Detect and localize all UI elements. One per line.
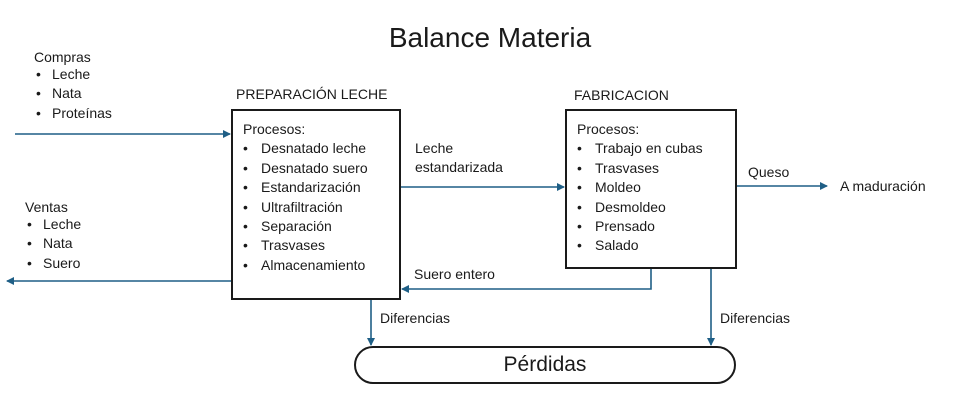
flow-label-suero-entero: Suero entero — [414, 266, 495, 282]
list-item: Nata — [34, 84, 112, 104]
list-item: Suero — [25, 254, 81, 274]
list-item: Separación — [243, 217, 399, 237]
ventas-block: Ventas Leche Nata Suero — [25, 199, 81, 274]
flow-label-queso: Queso — [748, 164, 790, 180]
compras-block: Compras Leche Nata Proteínas — [34, 49, 112, 124]
list-item: Trabajo en cubas — [577, 139, 735, 159]
list-item: Prensado — [577, 217, 735, 237]
flow-label-diferencias-right: Diferencias — [720, 310, 791, 326]
diagram-title: Balance Materia — [388, 22, 592, 53]
compras-heading: Compras — [34, 49, 91, 65]
fabricacion-heading: Procesos: — [577, 121, 640, 137]
perdidas-label: Pérdidas — [503, 353, 587, 376]
compras-list: Leche Nata Proteínas — [34, 65, 112, 124]
list-item: Proteínas — [34, 104, 112, 124]
list-item: Leche — [25, 215, 81, 235]
ventas-heading: Ventas — [25, 199, 68, 215]
list-item: Almacenamiento — [243, 256, 399, 276]
fabricacion-list: Trabajo en cubas Trasvases Moldeo Desmol… — [577, 139, 735, 256]
preparacion-heading: Procesos: — [243, 121, 306, 137]
preparacion-box: Procesos: Desnatado leche Desnatado suer… — [231, 109, 401, 300]
list-item: Estandarización — [243, 178, 399, 198]
list-item: Desnatado leche — [243, 139, 399, 159]
list-item: Salado — [577, 236, 735, 256]
list-item: Trasvases — [243, 236, 399, 256]
flow-label-estandarizada: estandarizada — [415, 159, 503, 175]
perdidas-node: Pérdidas — [354, 346, 736, 384]
list-item: Desnatado suero — [243, 159, 399, 179]
list-item: Moldeo — [577, 178, 735, 198]
list-item: Ultrafiltración — [243, 198, 399, 218]
preparacion-list: Desnatado leche Desnatado suero Estandar… — [243, 139, 399, 275]
list-item: Trasvases — [577, 159, 735, 179]
fabricacion-box: Procesos: Trabajo en cubas Trasvases Mol… — [565, 109, 737, 269]
flow-label-leche: Leche — [415, 140, 454, 156]
arrow-suero-entero — [401, 269, 652, 293]
fabricacion-title: FABRICACION — [574, 87, 669, 103]
preparacion-title: PREPARACIÓN LECHE — [236, 86, 388, 102]
list-item: Desmoldeo — [577, 198, 735, 218]
flow-label-maduracion: A maduración — [840, 178, 926, 194]
list-item: Nata — [25, 234, 81, 254]
ventas-list: Leche Nata Suero — [25, 215, 81, 274]
list-item: Leche — [34, 65, 112, 85]
flow-label-diferencias-left: Diferencias — [380, 310, 451, 326]
